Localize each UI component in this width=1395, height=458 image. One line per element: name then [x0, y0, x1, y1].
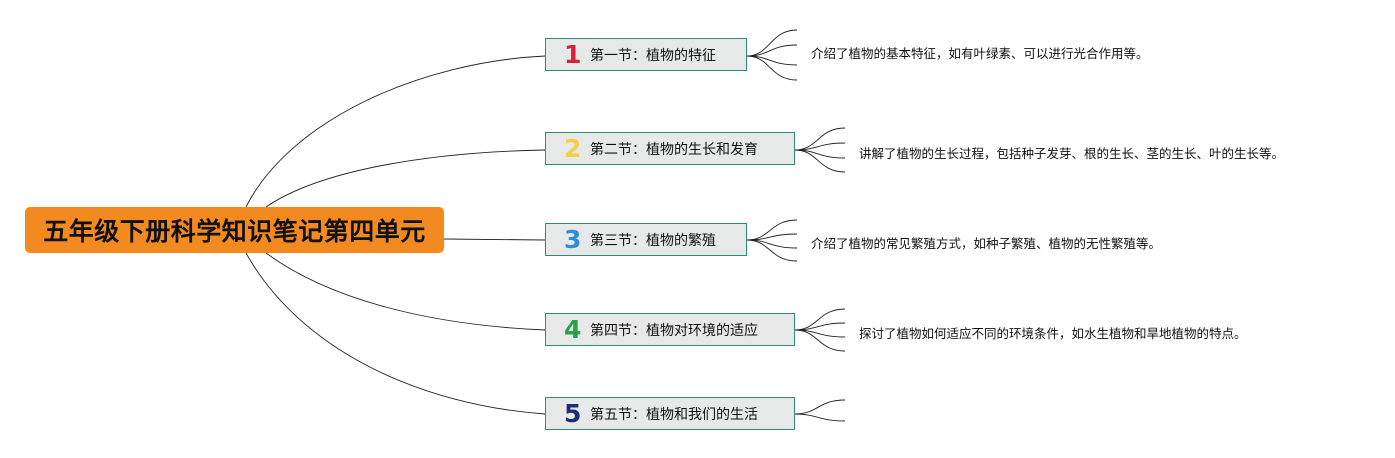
topic-label: 第三节：植物的繁殖 — [590, 232, 716, 249]
topic-node-4[interactable]: 4 第四节：植物对环境的适应 — [545, 313, 795, 346]
topic-detail-1[interactable]: 介绍了植物的基本特征，如有叶绿素、可以进行光合作用等。 — [811, 46, 1149, 61]
topic-node-1[interactable]: 1 第一节：植物的特征 — [545, 38, 747, 71]
central-topic-title: 五年级下册科学知识笔记第四单元 — [43, 217, 426, 246]
topic-label: 第一节：植物的特征 — [590, 47, 716, 64]
topic-node-3[interactable]: 3 第三节：植物的繁殖 — [545, 223, 747, 256]
central-topic[interactable]: 五年级下册科学知识笔记第四单元 — [25, 207, 444, 253]
topic-label: 第二节：植物的生长和发育 — [590, 141, 758, 158]
topic-label: 第五节：植物和我们的生活 — [590, 406, 758, 423]
number-4-icon: 4 — [564, 315, 582, 344]
topic-detail-2[interactable]: 讲解了植物的生长过程，包括种子发芽、根的生长、茎的生长、叶的生长等。 — [859, 146, 1285, 161]
number-2-icon: 2 — [564, 134, 582, 163]
number-1-icon: 1 — [564, 40, 582, 69]
topic-detail-4[interactable]: 探讨了植物如何适应不同的环境条件，如水生植物和旱地植物的特点。 — [859, 326, 1247, 341]
topic-node-5[interactable]: 5 第五节：植物和我们的生活 — [545, 397, 795, 430]
topic-label: 第四节：植物对环境的适应 — [590, 322, 758, 339]
topic-detail-3[interactable]: 介绍了植物的常见繁殖方式，如种子繁殖、植物的无性繁殖等。 — [811, 236, 1162, 251]
number-5-icon: 5 — [564, 399, 582, 428]
topic-node-2[interactable]: 2 第二节：植物的生长和发育 — [545, 132, 795, 165]
number-3-icon: 3 — [564, 225, 582, 254]
